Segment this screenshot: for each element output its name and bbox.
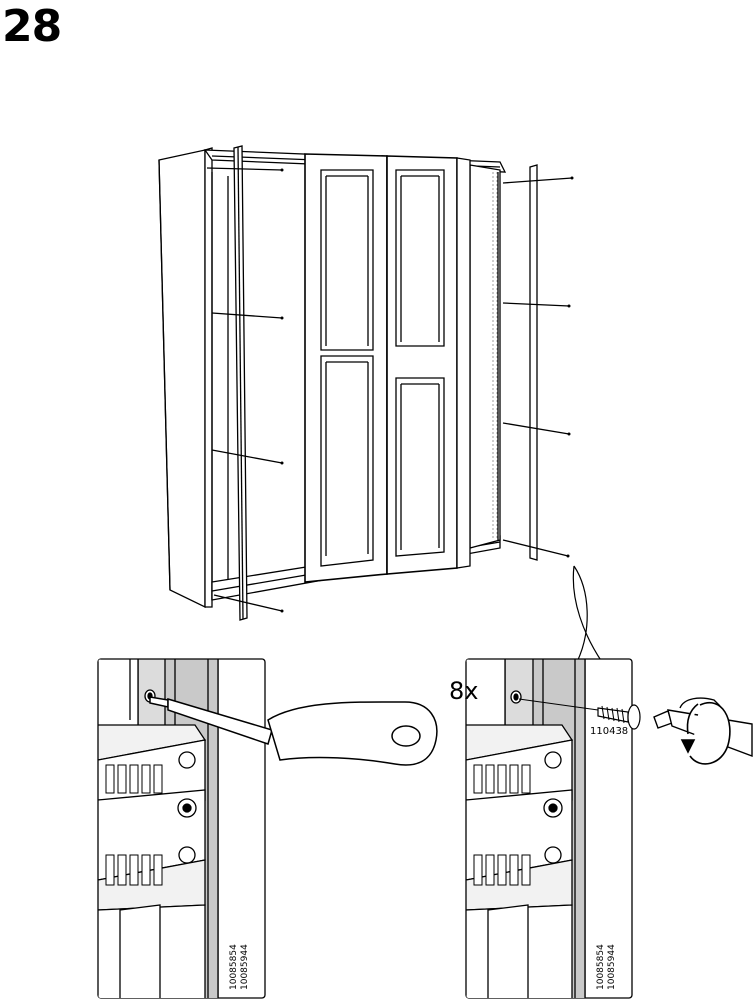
article-numbers-left: 10085854 10085944: [229, 944, 250, 990]
detail-left: [97, 658, 266, 999]
article-number-2: 10085944: [240, 944, 250, 990]
rotate-arrow-icon: [680, 702, 731, 765]
article-number-3: 10085854: [596, 944, 606, 990]
quantity-label: 8x: [449, 677, 478, 705]
detail-right: [465, 658, 633, 999]
screw-code: 110438: [590, 726, 628, 737]
article-number-1: 10085854: [229, 944, 239, 990]
article-numbers-right: 10085854 10085944: [596, 944, 617, 990]
screw-icon: [597, 704, 641, 730]
article-number-4: 10085944: [607, 944, 617, 990]
screwdriver-icon: [149, 696, 438, 766]
wardrobe-illustration: [158, 145, 573, 621]
step-number: 28: [2, 1, 62, 52]
